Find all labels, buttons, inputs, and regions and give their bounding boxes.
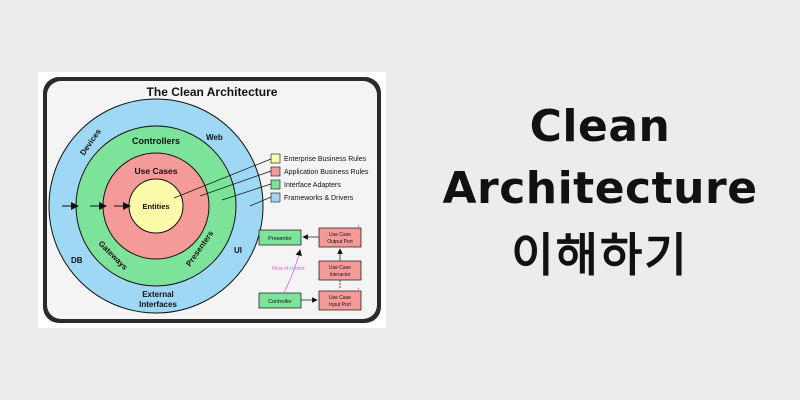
- output-port-box: [318, 227, 362, 248]
- headline: Clean Architecture 이해하기: [410, 96, 790, 290]
- legend-label-frameworks: Frameworks & Drivers: [284, 195, 354, 202]
- ring-label-db: DB: [71, 256, 83, 265]
- headline-line-2: Architecture: [442, 163, 758, 214]
- clean-architecture-diagram: The Clean Architecture Devices Web UI DB…: [38, 72, 386, 328]
- legend-label-application: Application Business Rules: [284, 169, 369, 176]
- ring-label-web: Web: [206, 133, 223, 142]
- interactor-label-2: Interactor: [329, 272, 350, 278]
- legend-leader-application: [199, 170, 272, 197]
- headline-line-1: Clean: [529, 101, 671, 152]
- legend: Enterprise Business Rules Application Bu…: [270, 153, 369, 203]
- flow-of-control-label: Flow of control: [272, 266, 305, 272]
- legend-swatch-adapters: [270, 179, 281, 190]
- headline-line-3: 이해하기: [511, 228, 689, 282]
- legend-leader-enterprise: [173, 158, 272, 199]
- input-port-label-1: Use Case: [329, 295, 351, 301]
- legend-swatch-application: [270, 166, 281, 177]
- output-port-interface-marker: I: [358, 223, 359, 228]
- input-port-label-2: Input Port: [329, 302, 351, 308]
- diagram-svg: The Clean Architecture Devices Web UI DB…: [43, 77, 381, 323]
- legend-swatch-frameworks: [270, 192, 281, 203]
- ring-label-ui: UI: [234, 246, 242, 255]
- diagram-title: The Clean Architecture: [147, 85, 278, 99]
- controller-box: [258, 292, 302, 309]
- ring-label-entities: Entities: [142, 202, 169, 211]
- ring-label-interfaces: Interfaces: [139, 300, 177, 309]
- ring-label-controllers: Controllers: [132, 136, 180, 146]
- legend-label-adapters: Interface Adapters: [284, 182, 341, 189]
- legend-swatch-enterprise: [270, 153, 281, 164]
- legend-leader-adapters: [221, 183, 272, 201]
- input-port-interface-marker: I: [358, 286, 359, 291]
- output-port-label-2: Output Port: [327, 239, 353, 245]
- ring-label-use-cases: Use Cases: [134, 166, 177, 176]
- flow-of-control-diagram: Presenter Use Case Output Port I Use Cas…: [258, 223, 362, 311]
- input-port-box: [318, 290, 362, 311]
- controller-label: Controller: [268, 299, 292, 305]
- presenter-label: Presenter: [268, 236, 292, 242]
- presenter-box: [258, 229, 302, 246]
- legend-label-enterprise: Enterprise Business Rules: [284, 156, 367, 163]
- legend-leader-frameworks: [249, 196, 272, 207]
- flow-of-control-curve: [283, 249, 302, 294]
- interactor-label-1: Use Case: [329, 265, 351, 271]
- output-port-label-1: Use Case: [329, 232, 351, 238]
- ring-label-external: External: [142, 290, 174, 299]
